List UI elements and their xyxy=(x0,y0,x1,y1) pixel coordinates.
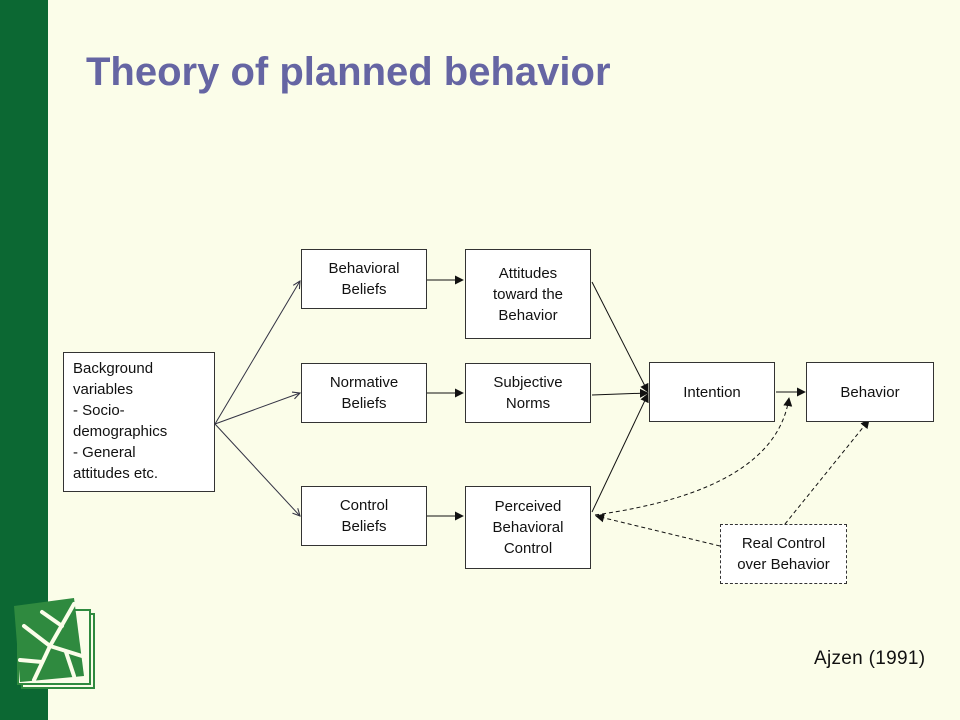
arrow-attitudes-to-intention xyxy=(591,281,649,393)
slide-title: Theory of planned behavior xyxy=(86,50,611,94)
arrow-subjective-norms-to-intention xyxy=(591,388,649,398)
node-subjective-norms: Subjective Norms xyxy=(465,363,591,423)
node-control-beliefs: Control Beliefs xyxy=(301,486,427,546)
dashed-arrow-real-control-to-perceived-control xyxy=(595,513,721,547)
citation: Ajzen (1991) xyxy=(814,648,926,669)
dashed-arrow-perceived-control-to-intention xyxy=(594,397,793,516)
node-intention: Intention xyxy=(649,362,775,422)
tree-book-logo-icon xyxy=(14,598,95,689)
sidebar-stripe xyxy=(0,0,48,720)
node-normative-beliefs: Normative Beliefs xyxy=(301,363,427,423)
dashed-arrow-real-control-to-behavior xyxy=(784,419,870,525)
arrow-perceived-control-to-intention xyxy=(591,393,649,513)
node-background-variables: Background variables - Socio- demographi… xyxy=(63,352,215,492)
node-perceived-behavioral-control: Perceived Behavioral Control xyxy=(465,486,591,569)
node-real-control-over-behavior: Real Control over Behavior xyxy=(720,524,847,584)
node-behavior: Behavior xyxy=(806,362,934,422)
node-attitudes-toward-behavior: Attitudes toward the Behavior xyxy=(465,249,591,339)
arrow-background-to-control-beliefs xyxy=(214,423,300,516)
arrow-background-to-behavioral-beliefs xyxy=(214,281,300,425)
arrow-background-to-normative-beliefs xyxy=(214,393,300,425)
node-behavioral-beliefs: Behavioral Beliefs xyxy=(301,249,427,309)
